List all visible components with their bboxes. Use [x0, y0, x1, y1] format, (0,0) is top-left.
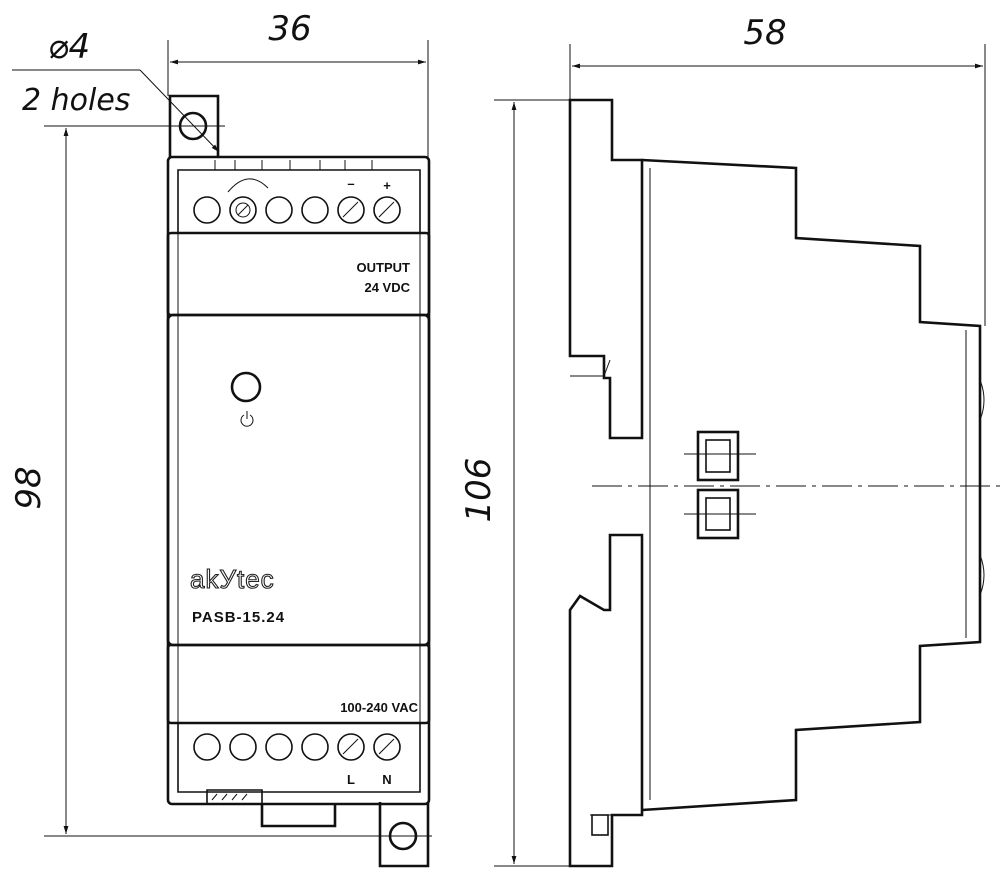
dim-hole-diameter: ⌀4	[48, 27, 90, 67]
dim-height-front: 98	[9, 466, 49, 509]
terminal-l-label: L	[347, 772, 355, 787]
mounting-tab-top	[168, 94, 220, 158]
din-clip-upper	[568, 98, 644, 440]
side-dimensions: 58 106	[459, 13, 986, 867]
din-clip-lower	[568, 533, 644, 868]
terminal-minus-label: –	[347, 176, 354, 191]
power-icon	[240, 411, 254, 427]
model-label: PASB-15.24	[192, 609, 285, 626]
input-voltage-label: 100-240 VAC	[340, 700, 418, 715]
housing-profile	[641, 158, 982, 812]
terminal-n-label: N	[382, 772, 391, 787]
front-dimensions: 36 98 ⌀4 2 holes	[9, 9, 432, 837]
din-latch	[206, 789, 337, 828]
terminal-screws-top	[193, 196, 401, 224]
side-view	[568, 98, 1000, 868]
front-cover	[166, 313, 431, 647]
output-title-label: OUTPUT	[357, 260, 411, 275]
mounting-tab-bottom	[378, 802, 430, 868]
dim-width-front: 36	[268, 9, 311, 49]
dim-height-side: 106	[459, 458, 499, 523]
terminal-plus-label: +	[383, 178, 391, 193]
center-latches	[684, 430, 756, 540]
terminal-block-input: L N	[177, 723, 421, 793]
hole-count-note: 2 holes	[22, 83, 130, 118]
led-indicator	[230, 371, 262, 403]
dim-depth-side: 58	[743, 13, 786, 53]
brand-logo: akУtec	[190, 564, 275, 594]
front-view: – + OUTPUT 24 VDC akУtec PASB-15.24 100-…	[166, 94, 431, 868]
potentiometer-icon	[227, 178, 269, 193]
terminal-block-output: – +	[177, 160, 421, 233]
output-voltage-label: 24 VDC	[364, 280, 410, 295]
